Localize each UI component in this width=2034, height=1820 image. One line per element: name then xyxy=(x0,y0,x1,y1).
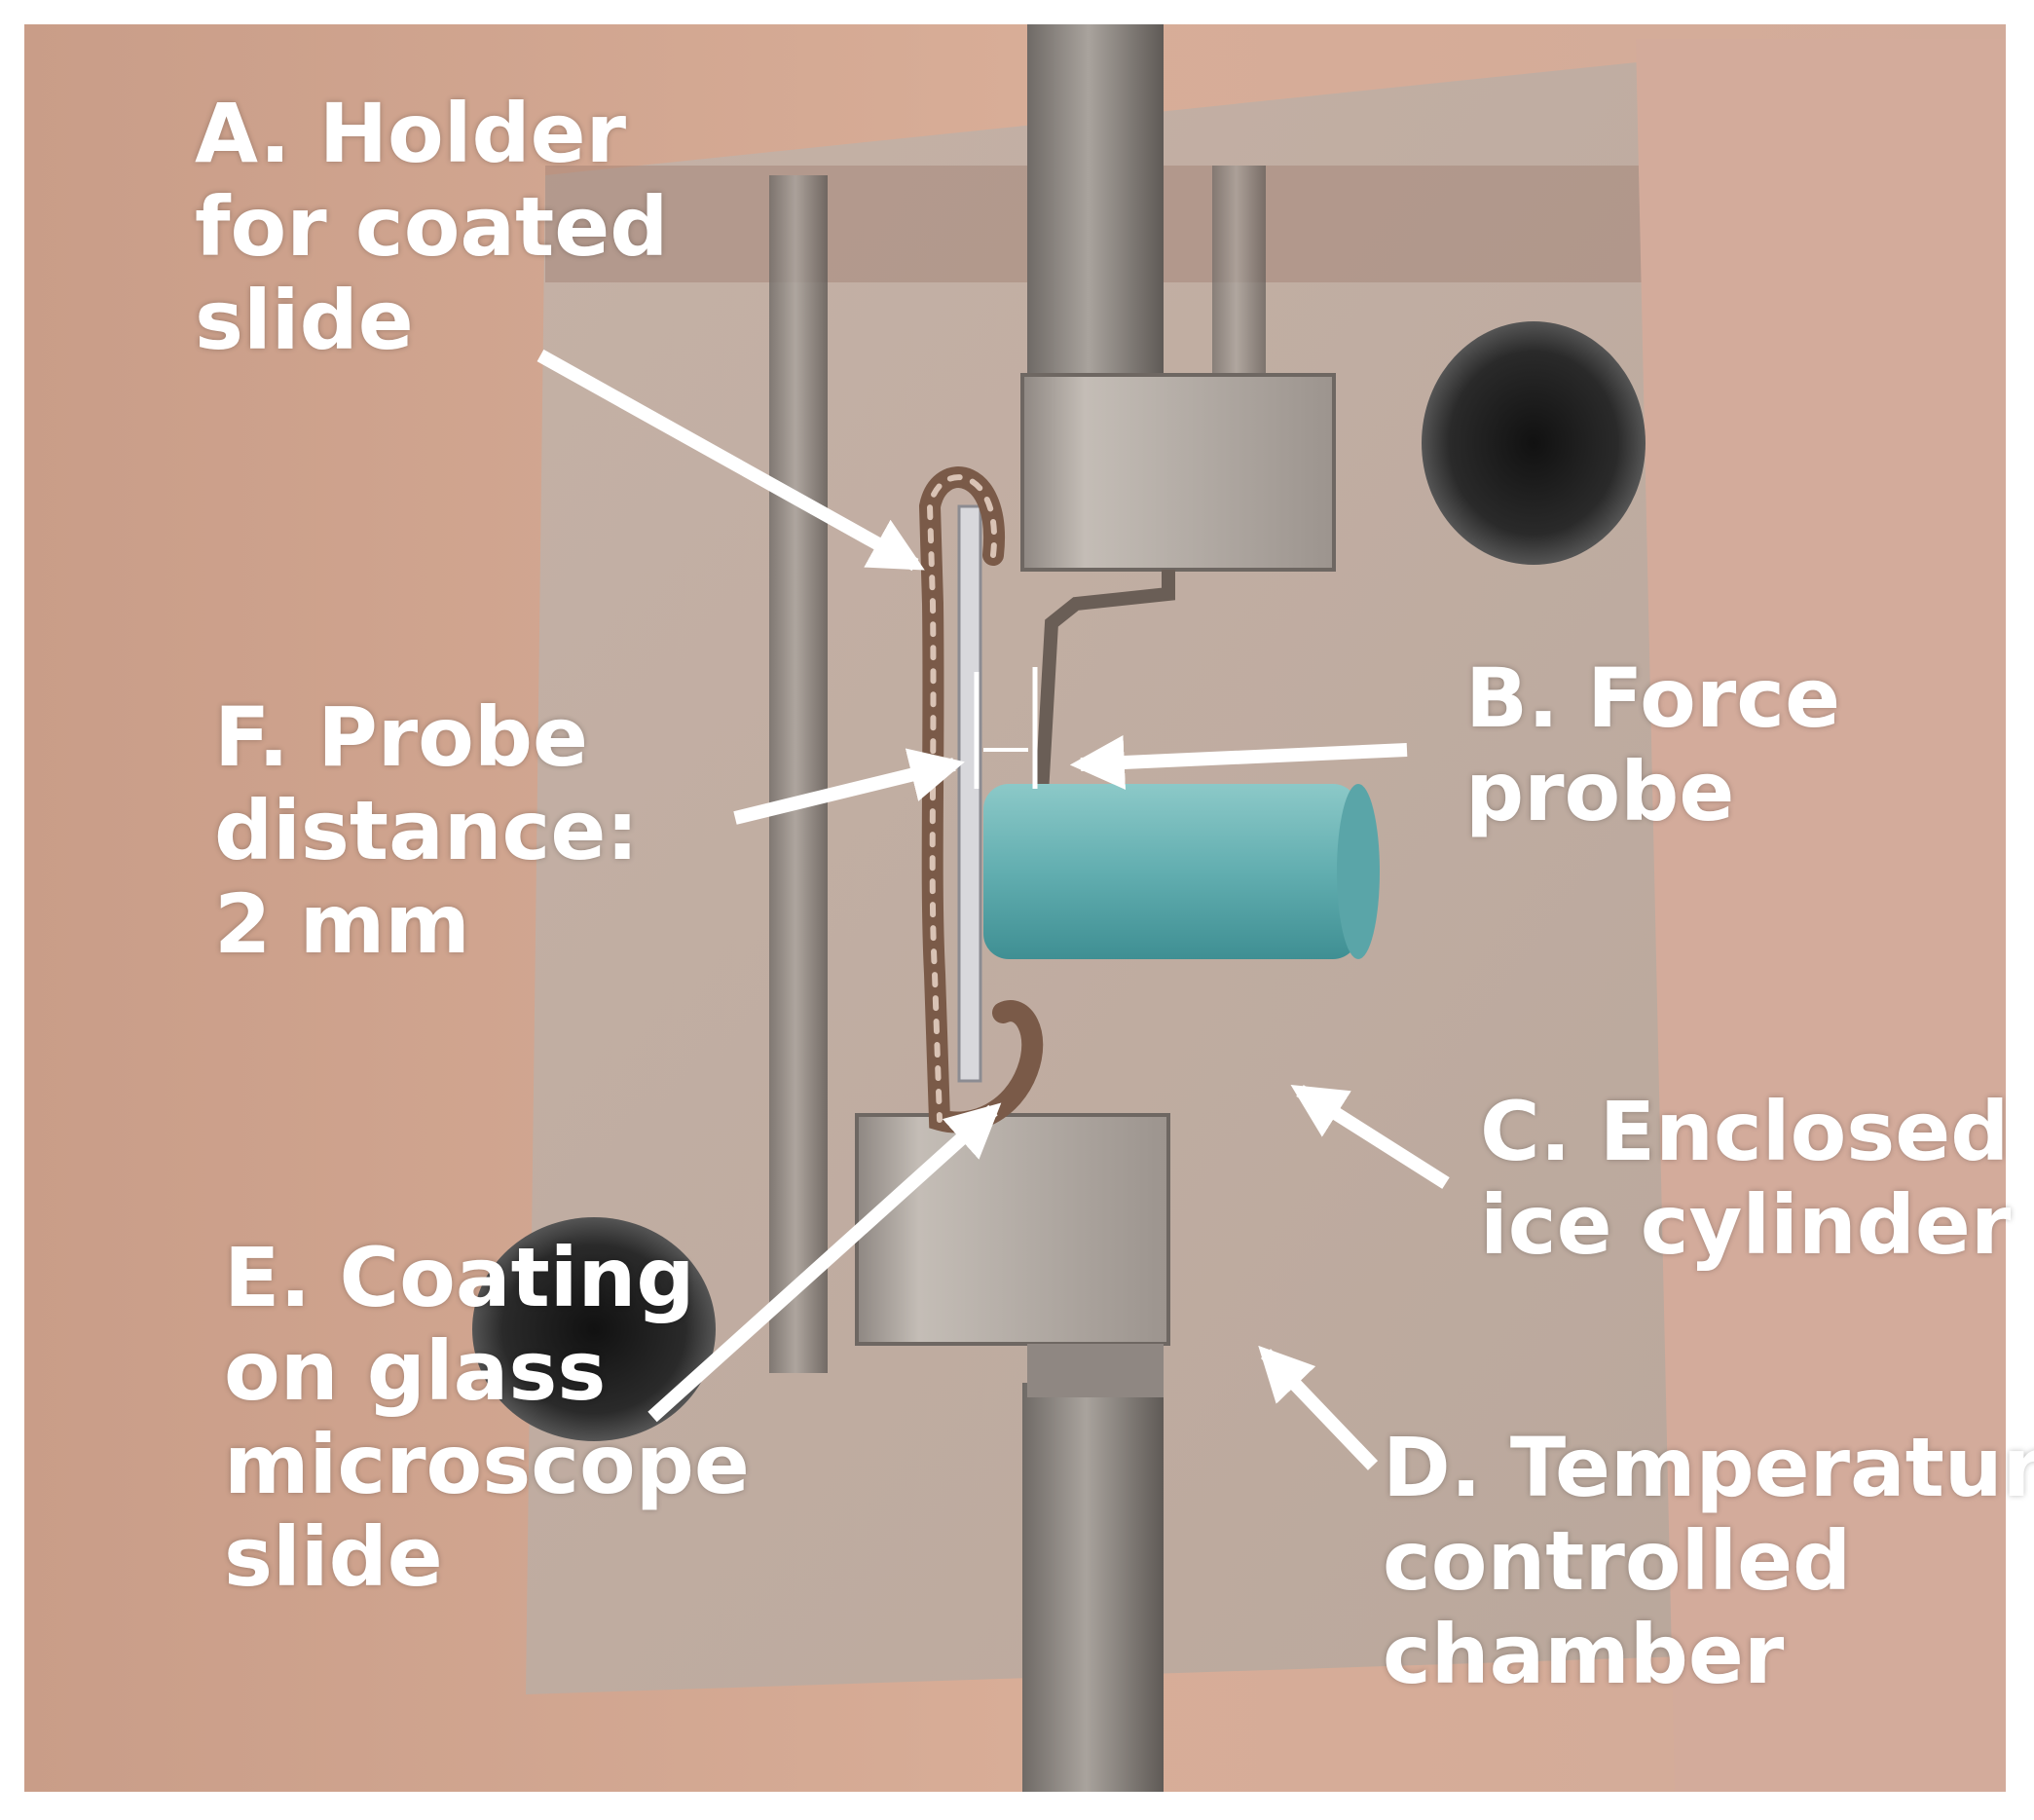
label-f-line-2: distance: xyxy=(214,782,639,878)
rear-rod-right xyxy=(1212,166,1266,380)
arrow-e xyxy=(647,1102,1002,1423)
lower-shaft xyxy=(1022,1383,1164,1792)
upper-shaft xyxy=(1027,24,1164,394)
label-f-line-3: 2 mm xyxy=(214,875,470,972)
label-a-line-2: for coated xyxy=(195,178,669,275)
arrow-c xyxy=(1290,1085,1450,1189)
chamber-port-upper xyxy=(1422,321,1646,565)
bottom-margin xyxy=(0,1792,2034,1820)
upper-clamp-block xyxy=(1020,373,1336,572)
lower-clamp-block xyxy=(855,1113,1170,1346)
chamber-port-lower xyxy=(472,1217,716,1441)
chamber-right-wall xyxy=(1636,39,2006,1792)
label-d-line-2: controlled xyxy=(1383,1512,1852,1609)
label-c-line-2: ice cylinder xyxy=(1480,1176,2012,1273)
label-e-line-4: slide xyxy=(224,1509,443,1606)
label-c-line-1: C. Enclosed xyxy=(1480,1084,2010,1179)
label-e-line-2: on glass xyxy=(224,1322,607,1419)
label-a-line-3: slide xyxy=(195,272,414,368)
glass-slide xyxy=(957,504,982,1083)
rear-rod-left xyxy=(769,175,828,1373)
label-a-line-1: A. Holder xyxy=(195,86,627,181)
label-b-force-probe: B. Force probe xyxy=(1465,650,1841,839)
label-e-coating: E. Coating on glass microscope slide xyxy=(224,1230,750,1606)
label-a-holder: A. Holder for coated slide xyxy=(195,86,669,368)
holder-wire-highlight xyxy=(926,474,998,1123)
label-f-probe-distance: F. Probe distance: 2 mm xyxy=(214,689,639,972)
ice-cylinder-end xyxy=(1337,784,1380,959)
arrow-a xyxy=(536,349,925,572)
label-e-line-1: E. Coating xyxy=(224,1230,695,1325)
arrow-f xyxy=(733,748,965,825)
label-c-ice-cylinder: C. Enclosed ice cylinder xyxy=(1480,1084,2012,1273)
ice-cylinder xyxy=(983,784,1358,959)
label-b-line-2: probe xyxy=(1465,743,1735,839)
probe-wire xyxy=(1035,570,1175,795)
label-b-line-1: B. Force xyxy=(1465,650,1841,746)
label-e-line-3: microscope xyxy=(224,1416,750,1512)
lower-collar xyxy=(1027,1344,1164,1397)
label-f-line-1: F. Probe xyxy=(214,689,588,785)
label-d-line-3: chamber xyxy=(1383,1606,1785,1702)
label-d-line-1: D. Temperature xyxy=(1383,1420,2034,1515)
arrow-d xyxy=(1258,1345,1379,1470)
label-d-chamber: D. Temperature controlled chamber xyxy=(1383,1420,2034,1702)
arrow-b xyxy=(1069,735,1408,790)
